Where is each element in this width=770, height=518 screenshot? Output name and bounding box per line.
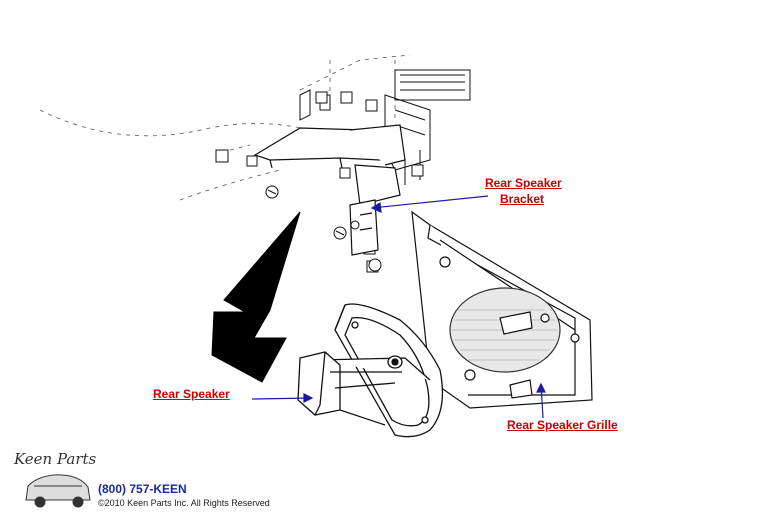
rear-speaker-label[interactable]: Rear Speaker [153, 387, 230, 401]
copyright-notice: ©2010 Keen Parts Inc. All Rights Reserve… [98, 498, 270, 508]
rear-speaker-drawing [297, 303, 444, 438]
phone-number: (800) 757-KEEN [98, 482, 187, 496]
rear-speaker-bracket-label-line1[interactable]: Rear Speaker [485, 176, 562, 190]
rear-speaker-grille-drawing [411, 210, 593, 409]
logo-text: Keen Parts [14, 450, 97, 468]
rear-speaker-bracket-label-line2[interactable]: Bracket [500, 192, 545, 206]
leader-lines [251, 195, 546, 419]
body-outline [39, 54, 411, 201]
keen-parts-logo [25, 474, 91, 508]
rear-speaker-bracket-drawing [253, 124, 406, 256]
rear-speaker-grille-label[interactable]: Rear Speaker Grille [507, 418, 618, 432]
screws [265, 185, 382, 272]
direction-arrow [211, 211, 301, 383]
